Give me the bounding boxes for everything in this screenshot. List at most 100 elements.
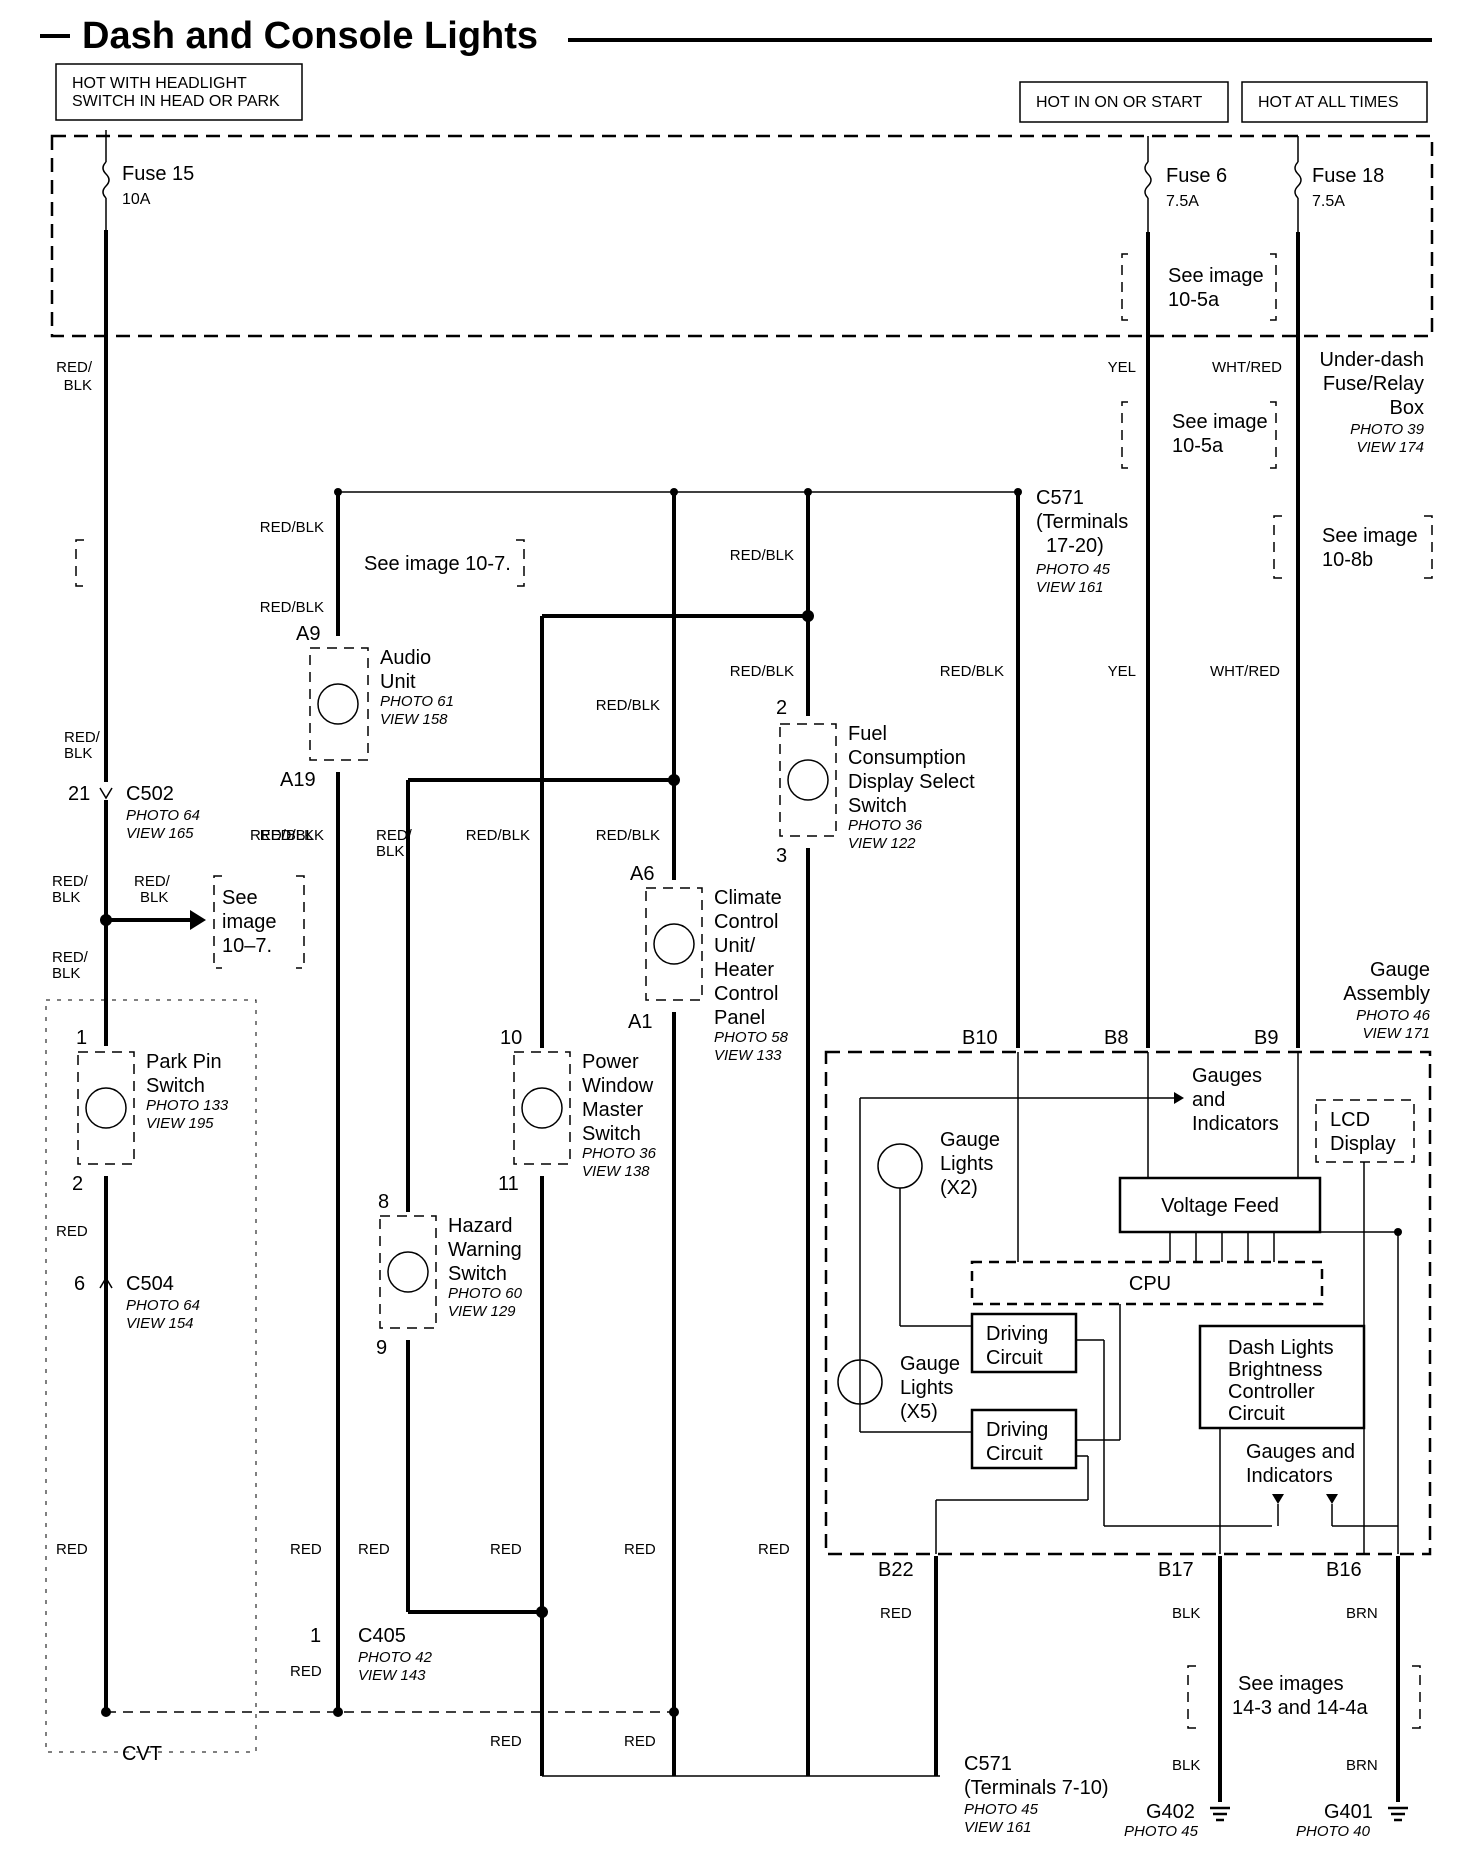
ref-10-5a-top-l2: 10-5a xyxy=(1168,289,1220,311)
gauge-lights-x5-icon xyxy=(837,1359,883,1405)
pin-b10: B10 xyxy=(962,1027,998,1049)
climate-box xyxy=(645,887,703,1001)
cvt-region xyxy=(45,999,257,1753)
gauge-lights-x2-icon xyxy=(877,1143,923,1189)
dash-l3: Controller xyxy=(1228,1381,1315,1403)
c571-top-terminals2: 17-20) xyxy=(1046,535,1104,557)
fuse18-amp: 7.5A xyxy=(1312,193,1345,210)
c502-pin: 21 xyxy=(68,783,90,805)
ref-10-7-left-box xyxy=(213,875,305,969)
hazard-view: VIEW 129 xyxy=(448,1303,516,1320)
wire-label-audio-3: RED/BLK xyxy=(260,827,324,844)
fuse6-amp: 7.5A xyxy=(1166,193,1199,210)
pin-a6: A6 xyxy=(630,863,654,885)
fuel-l4: Switch xyxy=(848,795,907,817)
ref-14-l1: See images xyxy=(1238,1673,1344,1695)
ground-g402-icon xyxy=(1210,1806,1230,1822)
ref-10-7-inline-box xyxy=(75,539,525,587)
gi2-l1: Gauges and xyxy=(1246,1441,1355,1463)
node-bottom-1 xyxy=(101,1707,111,1717)
fuel-l1: Fuel xyxy=(848,723,887,745)
power-photo: PHOTO 36 xyxy=(582,1145,657,1162)
pin-fuel-2: 2 xyxy=(776,697,787,719)
gi2-l2: Indicators xyxy=(1246,1465,1333,1487)
gi2-arrow-1 xyxy=(1272,1494,1284,1504)
wire-label-whtred-2: WHT/RED xyxy=(1210,663,1280,680)
wire-label-b10: RED/BLK xyxy=(940,663,1004,680)
gi-l1: Gauges xyxy=(1192,1065,1262,1087)
header-all-times: HOT AT ALL TIMES xyxy=(1258,94,1399,111)
ref-10-7-left-l1: See xyxy=(222,887,258,909)
audio-l2: Unit xyxy=(380,671,416,693)
audio-bulb-icon xyxy=(317,683,359,725)
header-all-times-box xyxy=(1241,81,1428,123)
drive1-l1: Driving xyxy=(986,1323,1048,1345)
gauge-assembly-outline xyxy=(824,1050,1432,1556)
c571-top-photo: PHOTO 45 xyxy=(1036,561,1111,578)
fuse18-name: Fuse 18 xyxy=(1312,165,1384,187)
voltage-feed: Voltage Feed xyxy=(1161,1195,1279,1217)
wire-label-red-1: RED xyxy=(290,1541,322,1558)
pin-b9: B9 xyxy=(1254,1027,1278,1049)
fuse15-amp: 10A xyxy=(122,191,151,208)
driving-circuit-1-box xyxy=(970,1312,1078,1374)
climate-l2: Control xyxy=(714,911,778,933)
c405-name: C405 xyxy=(358,1625,406,1647)
power-l3: Master xyxy=(582,1099,643,1121)
wire-label-red-3: RED xyxy=(490,1541,522,1558)
fusebox-view: VIEW 174 xyxy=(1356,439,1424,456)
pin-fuel-3: 3 xyxy=(776,845,787,867)
fuel-bulb-icon xyxy=(787,759,829,801)
pin-b8: B8 xyxy=(1104,1027,1128,1049)
pin-hazard-8: 8 xyxy=(378,1191,389,1213)
wire-label-left-6a: RED/ xyxy=(52,949,89,966)
drive1-l2: Circuit xyxy=(986,1347,1043,1369)
pin-park-1: 1 xyxy=(76,1027,87,1049)
wire-label-red-2: RED xyxy=(358,1541,390,1558)
wire-label-hazard-1b: BLK xyxy=(376,843,404,860)
audio-photo: PHOTO 61 xyxy=(380,693,454,710)
climate-l1: Climate xyxy=(714,887,782,909)
c502-symbol xyxy=(99,787,113,800)
wire-label-power-1: RED/BLK xyxy=(466,827,530,844)
gl2-l2: Lights xyxy=(940,1153,993,1175)
arrow-left-ref xyxy=(190,910,206,930)
header-headlight-line1: HOT WITH HEADLIGHT xyxy=(72,75,247,92)
node-bottom-2 xyxy=(333,1707,343,1717)
pin-b16: B16 xyxy=(1326,1559,1362,1581)
gl5-l2: Lights xyxy=(900,1377,953,1399)
wire-label-fuel-2: RED/BLK xyxy=(730,663,794,680)
dash-l4: Circuit xyxy=(1228,1403,1285,1425)
ref-10-8b-box xyxy=(1273,515,1433,579)
g402-name: G402 xyxy=(1146,1801,1195,1823)
audio-l1: Audio xyxy=(380,647,431,669)
ref-10-5a-mid-l1: See image xyxy=(1172,411,1268,433)
pin-a1: A1 xyxy=(628,1011,652,1033)
page-title: Dash and Console Lights xyxy=(82,15,538,57)
wire-label-left-5b: BLK xyxy=(140,889,168,906)
c571-bot-view: VIEW 161 xyxy=(964,1819,1032,1836)
hazard-photo: PHOTO 60 xyxy=(448,1285,523,1302)
ref-10-5a-mid-l2: 10-5a xyxy=(1172,435,1224,457)
fuse18-symbol xyxy=(1294,161,1302,199)
climate-l5: Control xyxy=(714,983,778,1005)
wire-label-fuel-1: RED/BLK xyxy=(730,547,794,564)
wire-label-left-6b: BLK xyxy=(52,965,80,982)
park-l1: Park Pin xyxy=(146,1051,222,1073)
gauge-photo: PHOTO 46 xyxy=(1356,1007,1431,1024)
fuel-photo: PHOTO 36 xyxy=(848,817,923,834)
hazard-l3: Switch xyxy=(448,1263,507,1285)
pin-b22: B22 xyxy=(878,1559,914,1581)
c405-view: VIEW 143 xyxy=(358,1667,426,1684)
c571-top-terminals: (Terminals xyxy=(1036,511,1128,533)
int-gi-arrow xyxy=(1174,1092,1184,1104)
pin-park-2: 2 xyxy=(72,1173,83,1195)
c571-top-view: VIEW 161 xyxy=(1036,579,1104,596)
gl5-l1: Gauge xyxy=(900,1353,960,1375)
ref-10-8b-l1: See image xyxy=(1322,525,1418,547)
fuse15-symbol xyxy=(102,161,110,199)
wire-label-yel-2: YEL xyxy=(1108,663,1136,680)
wire-label-left-4b: BLK xyxy=(52,889,80,906)
wire-label-left-2a: RED/ xyxy=(64,729,101,746)
hazard-l1: Hazard xyxy=(448,1215,512,1237)
